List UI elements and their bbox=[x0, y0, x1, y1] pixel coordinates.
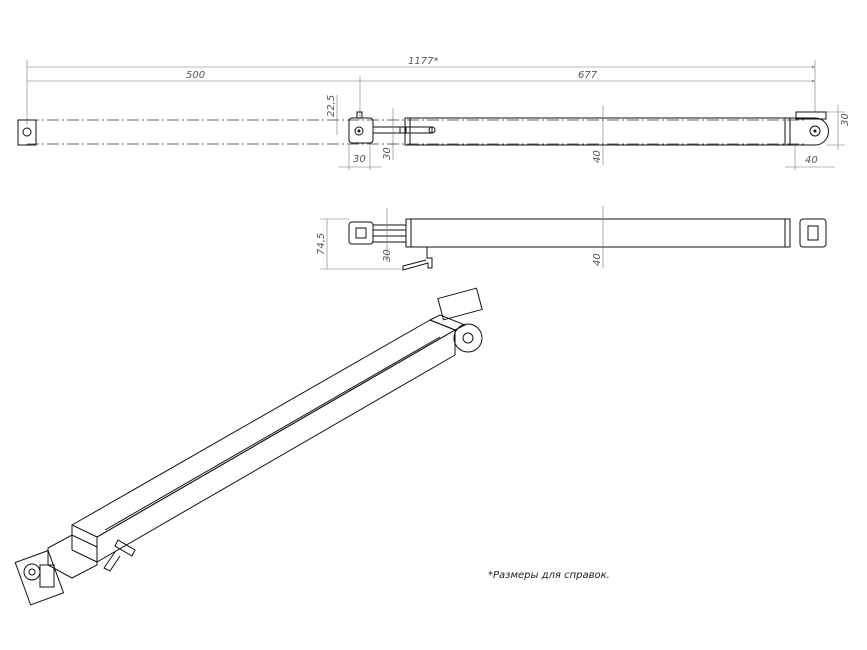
side-view: 74,5 30 40 bbox=[316, 206, 827, 271]
left-end-fitting bbox=[17, 119, 37, 146]
clamp-block bbox=[348, 117, 374, 144]
right-end-fitting bbox=[789, 117, 829, 146]
dim-side-height: 74,5 bbox=[316, 233, 327, 255]
side-tube bbox=[405, 218, 791, 248]
dim-overall: 1177* bbox=[408, 56, 438, 67]
iso-end-fitting bbox=[14, 549, 65, 606]
iso-lever bbox=[114, 539, 136, 557]
lever-handle bbox=[402, 247, 433, 271]
dim-end-width: 40 bbox=[805, 155, 818, 166]
dim-tube-height: 40 bbox=[592, 150, 603, 163]
dim-end-height: 30 bbox=[840, 113, 851, 126]
dim-right-length: 677 bbox=[578, 70, 598, 81]
reference-note: *Размеры для справок. bbox=[488, 570, 610, 581]
tube bbox=[404, 117, 791, 146]
dim-side-tube-height: 40 bbox=[592, 253, 603, 266]
dim-left-length: 500 bbox=[186, 70, 205, 81]
iso-top-fitting bbox=[437, 287, 483, 321]
top-view: 1177* 500 677 22,5 30 30 40 40 bbox=[17, 56, 851, 170]
side-rod bbox=[372, 224, 407, 243]
dim-rod-height: 30 bbox=[382, 147, 393, 160]
dim-clamp-width: 30 bbox=[353, 154, 366, 165]
side-clamp-block bbox=[348, 221, 374, 245]
side-end-fitting bbox=[799, 218, 827, 248]
dim-offset-height: 22,5 bbox=[326, 95, 337, 117]
dim-side-rod-height: 30 bbox=[382, 249, 393, 262]
rod bbox=[372, 126, 407, 134]
isometric-view bbox=[14, 287, 483, 606]
